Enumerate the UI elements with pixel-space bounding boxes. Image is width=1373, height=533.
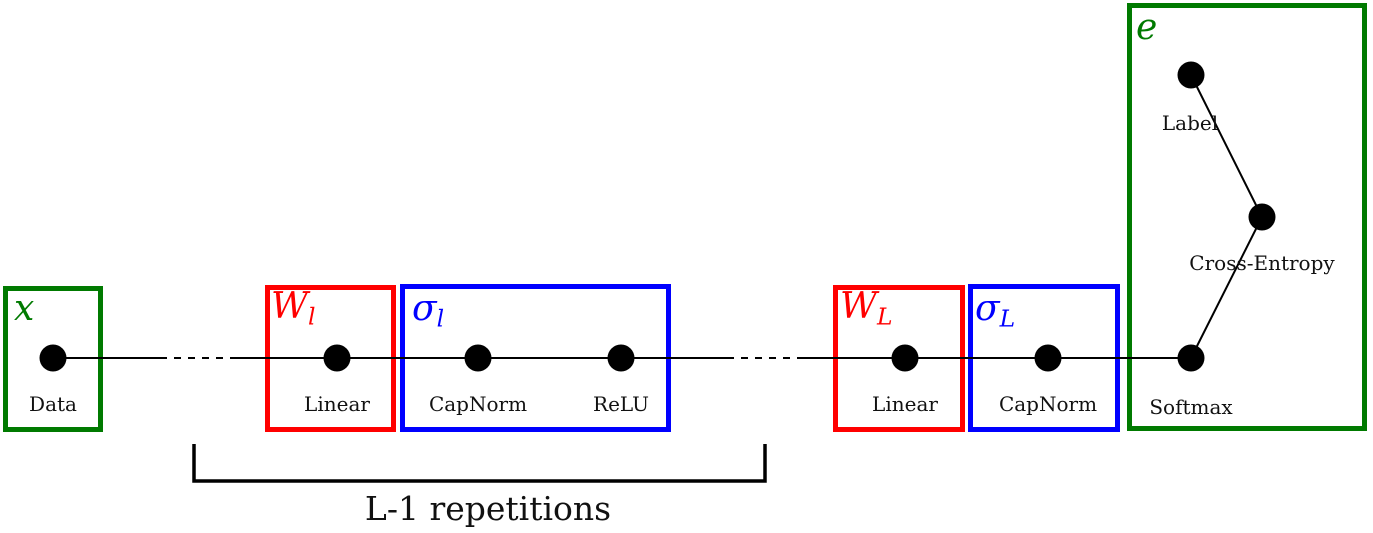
final-weight-symbol: WL — [840, 289, 893, 329]
error-symbol: e — [1136, 7, 1158, 48]
node-linear-final — [891, 344, 919, 372]
symbol-base: W — [840, 286, 878, 327]
final-capnorm-node-label: CapNorm — [998, 392, 1098, 416]
hidden-capnorm-node-label: CapNorm — [428, 392, 528, 416]
symbol-base: σ — [975, 288, 1000, 329]
node-relu — [607, 344, 635, 372]
symbol-base: σ — [412, 288, 437, 329]
repetition-bracket — [192, 444, 767, 483]
symbol-subscript: l — [436, 304, 445, 333]
hidden-activation-symbol: σl — [412, 291, 444, 331]
softmax-node-label: Softmax — [1149, 395, 1233, 419]
repetition-label: L-1 repetitions — [364, 489, 612, 528]
error-box — [1127, 3, 1367, 431]
node-label — [1177, 61, 1205, 89]
hidden-linear-node-label: Linear — [304, 392, 370, 416]
relu-node-label: ReLU — [593, 392, 649, 416]
label-node-label: Label — [1161, 111, 1219, 135]
data-node-label: Data — [29, 392, 77, 416]
final-activation-symbol: σL — [975, 291, 1015, 331]
final-linear-node-label: Linear — [872, 392, 938, 416]
input-symbol: x — [14, 288, 35, 329]
symbol-subscript: L — [877, 302, 893, 331]
node-linear-hidden — [323, 344, 351, 372]
node-data — [39, 344, 67, 372]
node-capnorm-final — [1034, 344, 1062, 372]
symbol-subscript: l — [308, 302, 316, 331]
hidden-weight-symbol: Wl — [271, 289, 316, 329]
symbol-subscript: L — [999, 304, 1016, 333]
node-softmax — [1177, 344, 1205, 372]
cross-entropy-node-label: Cross-Entropy — [1189, 251, 1335, 275]
node-capnorm-hidden — [464, 344, 492, 372]
node-cross-entropy — [1248, 203, 1276, 231]
symbol-base: W — [271, 286, 309, 327]
